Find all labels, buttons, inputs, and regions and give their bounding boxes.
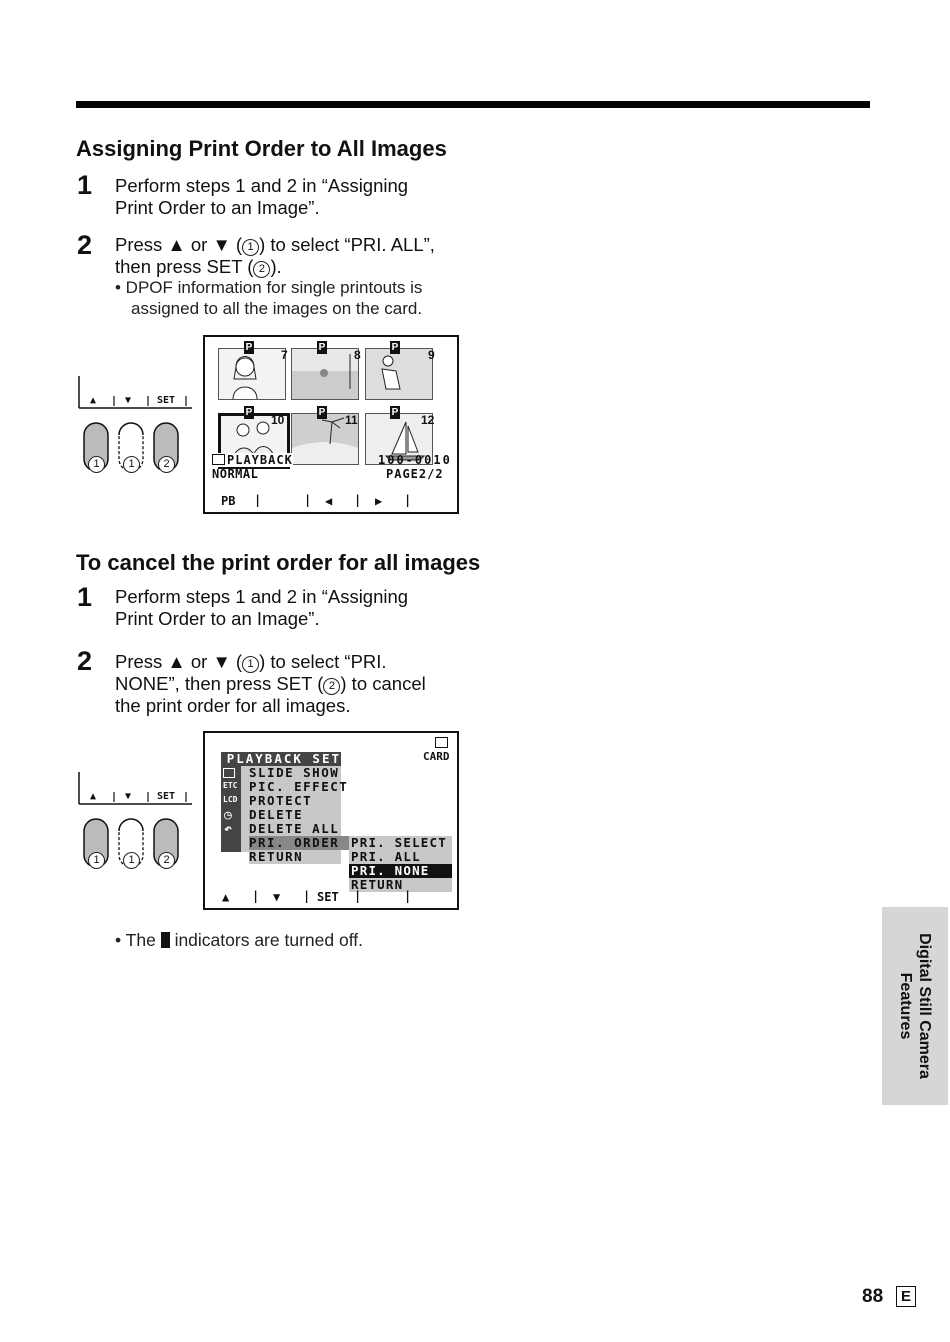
step-text: Perform steps 1 and 2 in “Assigning Prin… [115,175,409,218]
thumbnail-number: 11 [345,413,358,427]
button-number: 2 [158,456,175,473]
return-icon: ↶ [224,822,232,837]
print-order-icon: P [317,406,327,419]
thumbnail-image [218,348,286,400]
step-number: 1 [77,170,93,200]
menu-item: PIC. EFFECT [249,779,349,794]
thumbnail-number: 10 [271,413,285,427]
page-indicator: PAGE2/2 [386,467,444,481]
button-ref-icon: 2 [253,261,271,278]
bullet-note: • The indicators are turned off. [115,930,363,950]
lcd-icon: LCD [223,795,238,804]
set-label: SET [157,395,176,406]
print-order-icon: P [244,406,254,419]
thumbnail-number: 9 [428,348,435,362]
up-arrow-label: ▲ [222,890,230,904]
step-text: Perform steps 1 and 2 in “Assigning Prin… [115,586,409,629]
print-order-icon: P [244,341,254,354]
section-title: Assigning Print Order to All Images [76,136,447,161]
control-buttons-illustration: ▲ ▼ SET 1 1 2 [78,376,198,476]
menu-item: DELETE [249,807,304,822]
language-badge: E [896,1286,916,1307]
menu-item-selected: PRI. ORDER [249,836,349,850]
menu-header: PLAYBACK SET [221,752,341,766]
step-text: Press ▲ or ▼ (1) to select “PRI. ALL”, t… [115,234,435,278]
step-text: Press ▲ or ▼ (1) to select “PRI. NONE”, … [115,651,426,716]
bottom-bar: PB | | ◀ | ▶ | [221,493,412,508]
set-label: SET [157,791,176,802]
thumbnail-number: 12 [421,413,435,427]
page-number: 88 [862,1286,884,1307]
card-icon [223,768,235,778]
submenu-item-selected: PRI. NONE [349,864,452,878]
print-order-icon: P [317,341,327,354]
down-arrow-label: ▼ [125,791,132,802]
right-arrow-label: ▶ [375,494,383,508]
up-arrow-label: ▲ [90,395,97,406]
bottom-bar: ▲ | ▼ | SET | | [222,889,412,904]
print-order-icon: P [390,406,400,419]
thumbnail-image [291,348,359,400]
normal-label: NORMAL [212,467,259,481]
top-rule [76,101,870,108]
bullet-note: • DPOF information for single printouts … [115,278,423,318]
etc-icon: ETC [223,781,238,790]
down-arrow-label: ▼ [125,395,132,406]
card-icon [435,737,448,748]
up-arrow-label: ▲ [90,791,97,802]
menu-item: PROTECT [249,793,313,808]
pb-label: PB [221,494,236,508]
clock-icon: ◷ [224,808,232,823]
thumbnail-number: 8 [354,348,361,362]
button-number: 1 [123,456,140,473]
button-number: 1 [88,456,105,473]
card-label: CARD [423,750,450,763]
section-title: To cancel the print order for all images [76,550,481,575]
left-arrow-label: ◀ [325,494,333,508]
mode-label: PLAYBACK [212,453,293,467]
set-label: SET [317,890,339,904]
button-ref-icon: 1 [242,239,260,256]
menu-item: RETURN [249,850,341,864]
down-arrow-label: ▼ [273,890,281,904]
thumbnail-image [365,413,433,465]
button-ref-icon: 1 [242,656,260,673]
submenu-item: PRI. ALL [349,850,452,864]
playback-thumbnail-screen: P P P P P P 7 8 9 10 11 12 PLAYBACK NORM… [203,335,459,514]
step-number: 1 [77,582,93,612]
chapter-side-tab: Digital Still Camera Features [882,907,948,1105]
submenu-item: RETURN [349,878,452,892]
step-number: 2 [77,230,93,260]
button-number: 1 [88,852,105,869]
button-ref-icon: 2 [323,678,341,695]
thumbnail-image [365,348,433,400]
button-number: 1 [123,852,140,869]
button-number: 2 [158,852,175,869]
print-order-icon [160,932,170,948]
control-buttons-illustration: ▲ ▼ SET 1 1 2 [78,772,198,872]
submenu-item: PRI. SELECT [349,836,452,850]
playback-set-menu-screen: CARD PLAYBACK SET ETC LCD ◷ ↶ SLIDE SHOW… [203,731,459,910]
menu-item: SLIDE SHOW [249,765,340,780]
step-number: 2 [77,646,93,676]
card-icon [212,454,225,465]
menu-item: DELETE ALL [249,821,340,836]
print-order-icon: P [390,341,400,354]
thumbnail-number: 7 [281,348,288,362]
file-number: 100-0010 [378,453,452,467]
